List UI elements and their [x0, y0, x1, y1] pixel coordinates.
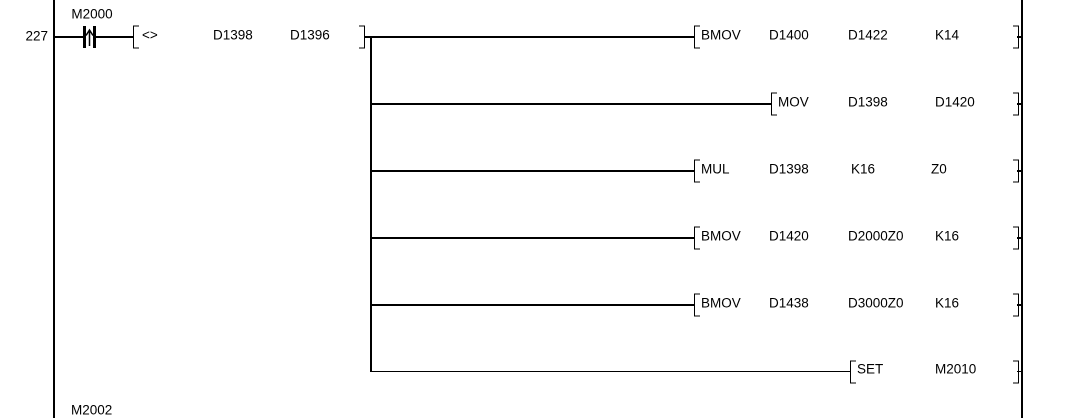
right-power-rail: [1021, 0, 1023, 418]
instruction-operand[interactable]: M2010: [935, 361, 977, 377]
compare-operand[interactable]: D1396: [290, 27, 330, 43]
wire-segment: [370, 304, 694, 306]
rising-edge-contact[interactable]: [93, 26, 96, 48]
compare-operand[interactable]: D1398: [213, 27, 253, 43]
instruction-operand[interactable]: D2000Z0: [848, 228, 904, 244]
open-bracket: [694, 25, 700, 49]
instruction-operand[interactable]: D1438: [769, 295, 809, 311]
instruction-mnemonic[interactable]: MOV: [778, 94, 809, 110]
wire-segment: [370, 370, 850, 373]
contact-label[interactable]: M2000: [71, 6, 113, 22]
instruction-mnemonic[interactable]: SET: [857, 361, 884, 377]
instruction-operand[interactable]: D3000Z0: [848, 295, 904, 311]
instruction-operand[interactable]: K16: [851, 161, 876, 177]
open-bracket: [694, 159, 700, 183]
open-bracket: [850, 360, 856, 383]
instruction-mnemonic[interactable]: BMOV: [701, 228, 741, 244]
wire-segment: [370, 103, 771, 105]
left-power-rail: [53, 0, 55, 418]
next-rung-contact-label[interactable]: M2002: [71, 402, 113, 418]
open-bracket: [694, 293, 700, 317]
wire-segment: [1017, 237, 1023, 239]
wire-segment: [1017, 170, 1023, 172]
open-bracket: [694, 226, 700, 250]
wire-segment: [1017, 370, 1023, 373]
wire-segment: [1017, 304, 1023, 306]
compare-operator[interactable]: <>: [142, 27, 158, 43]
wire-segment: [365, 36, 694, 38]
rising-edge-contact[interactable]: [83, 26, 86, 48]
instruction-operand[interactable]: K16: [935, 228, 960, 244]
close-bracket: [359, 25, 365, 49]
wire-segment: [370, 237, 694, 239]
instruction-operand[interactable]: D1420: [935, 94, 975, 110]
rising-edge-arrow-icon: [85, 28, 94, 46]
instruction-operand[interactable]: Z0: [931, 161, 947, 177]
wire-segment: [1017, 103, 1023, 105]
instruction-operand[interactable]: K14: [935, 27, 960, 43]
instruction-mnemonic[interactable]: MUL: [701, 161, 730, 177]
wire-segment: [370, 170, 694, 172]
instruction-operand[interactable]: D1400: [769, 27, 809, 43]
wire-segment: [95, 36, 133, 38]
instruction-operand[interactable]: K16: [935, 295, 960, 311]
open-bracket: [771, 92, 777, 116]
rung-number: 227: [25, 28, 48, 44]
instruction-operand[interactable]: D1422: [848, 27, 888, 43]
instruction-mnemonic[interactable]: BMOV: [701, 27, 741, 43]
instruction-mnemonic[interactable]: BMOV: [701, 295, 741, 311]
wire-segment: [1017, 36, 1023, 38]
instruction-operand[interactable]: D1420: [769, 228, 809, 244]
instruction-operand[interactable]: D1398: [769, 161, 809, 177]
wire-segment: [53, 36, 84, 38]
instruction-operand[interactable]: D1398: [848, 94, 888, 110]
branch-line: [370, 36, 372, 373]
open-bracket: [133, 25, 139, 49]
